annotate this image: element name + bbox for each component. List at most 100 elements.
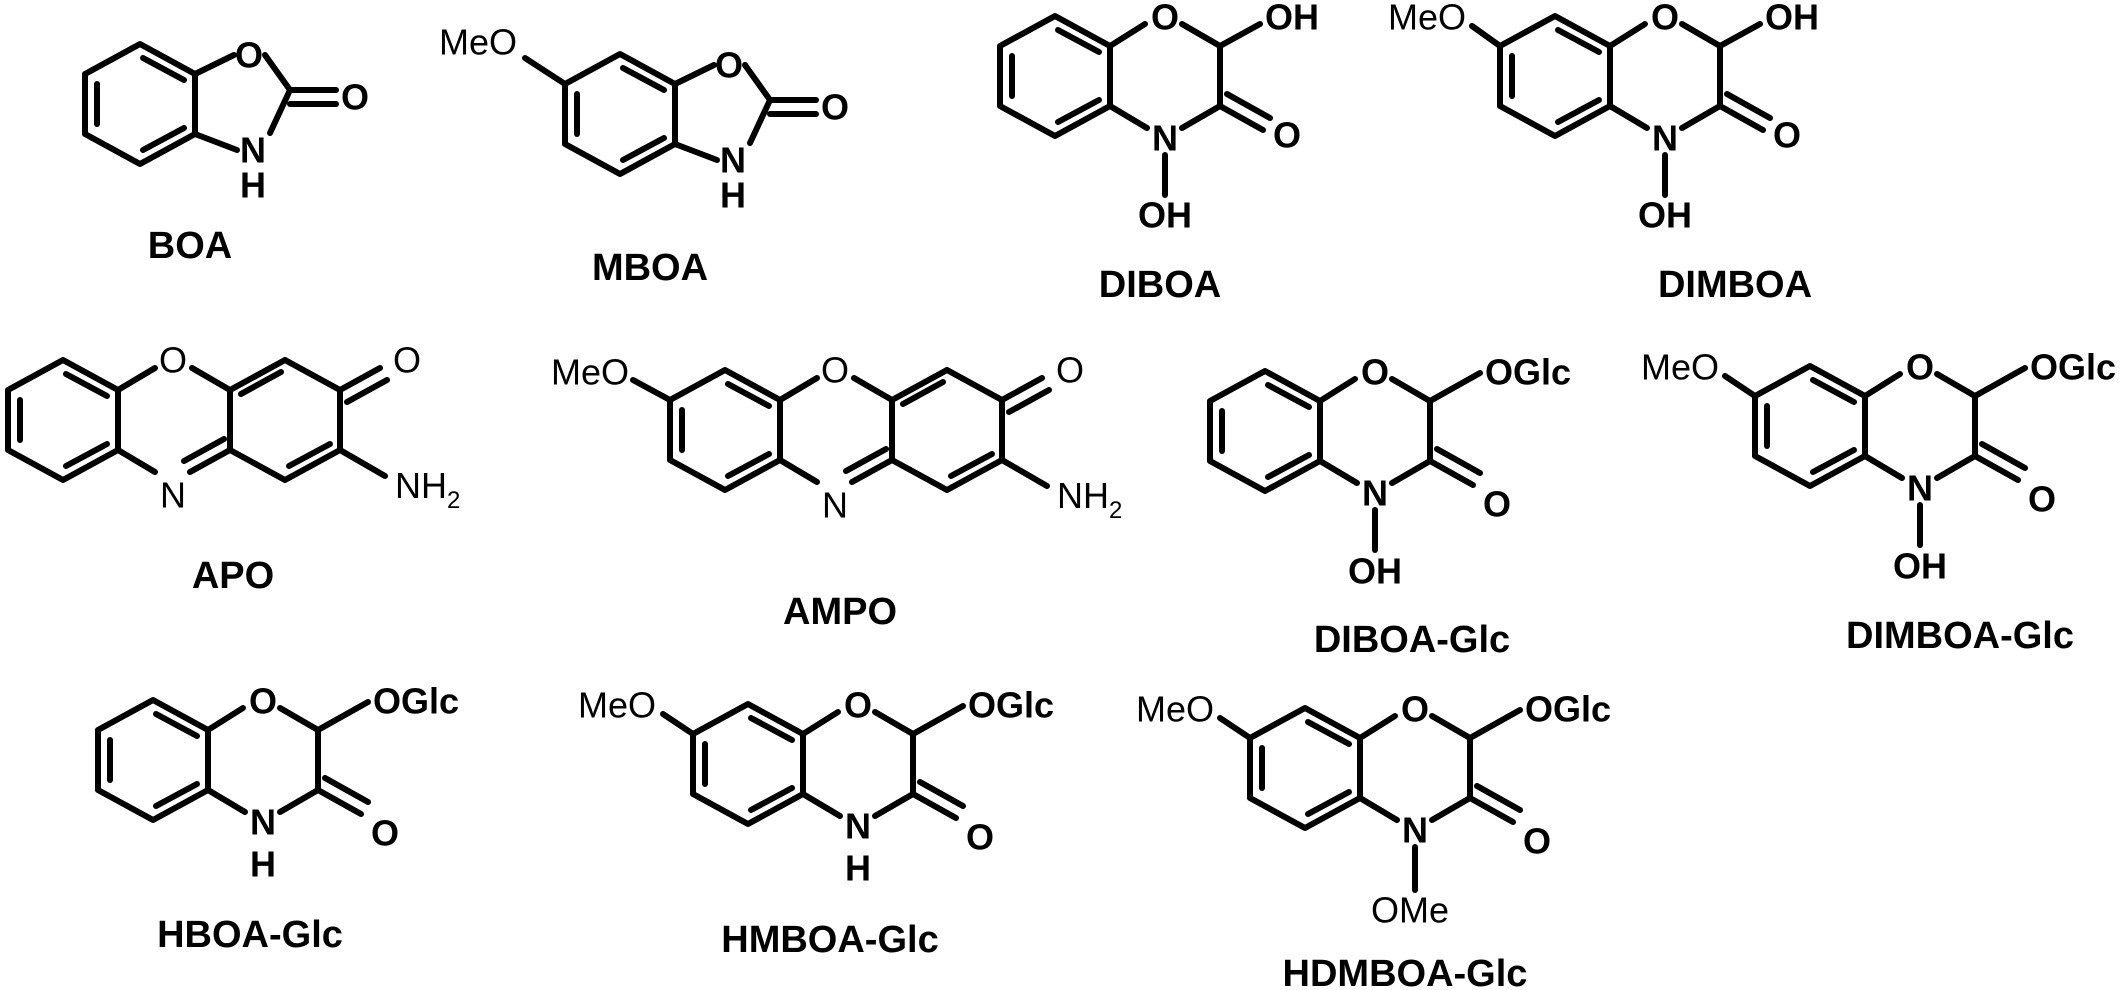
bond bbox=[205, 787, 248, 815]
bond bbox=[1467, 707, 1523, 741]
atom-nh2: NH2 bbox=[395, 465, 460, 514]
bond bbox=[1679, 21, 1723, 49]
carbonyl-bond bbox=[1224, 91, 1273, 121]
bond bbox=[1679, 103, 1723, 131]
bond bbox=[1862, 371, 1903, 399]
compound-hboa-glc: O OGlc O N H HBOA-Glc bbox=[95, 681, 459, 956]
methoxy-bond bbox=[660, 711, 696, 737]
double-bond bbox=[948, 451, 995, 479]
bond bbox=[267, 87, 293, 136]
bond bbox=[227, 447, 288, 483]
benzene-ring bbox=[1247, 705, 1363, 831]
carbonyl-bond bbox=[344, 377, 390, 405]
double-bond bbox=[843, 446, 889, 474]
atom-o-ring: O bbox=[159, 340, 187, 381]
bonds bbox=[95, 697, 371, 823]
atom-h: H bbox=[250, 844, 276, 885]
bond bbox=[672, 62, 717, 87]
carbonyl-bond bbox=[1434, 446, 1483, 476]
carbonyl-bond bbox=[337, 365, 383, 393]
double-bond bbox=[849, 457, 895, 485]
atom-o-ring: O bbox=[1151, 0, 1179, 38]
methoxy-bond bbox=[1722, 373, 1758, 399]
methoxy-bond bbox=[1469, 23, 1503, 49]
atom-o-carbonyl: O bbox=[393, 340, 421, 381]
atom-h: H bbox=[240, 165, 266, 206]
atom-n: N bbox=[1362, 473, 1388, 514]
carbonyl-bond bbox=[1724, 91, 1773, 121]
double-bond bbox=[238, 369, 284, 397]
atom-nh2: NH2 bbox=[1057, 475, 1122, 524]
atom-o-carbonyl: O bbox=[371, 813, 399, 854]
bonds bbox=[1469, 13, 1773, 198]
atom-n: N bbox=[1402, 810, 1428, 851]
atom-o-carbonyl: O bbox=[1483, 484, 1511, 525]
compound-diboa-glc: O OGlc O N OH DIBOA-Glc bbox=[1207, 352, 1571, 661]
compound-name: HDMBOA-Glc bbox=[1283, 953, 1528, 990]
double-bond bbox=[1055, 27, 1102, 55]
bond bbox=[205, 705, 246, 733]
atom-n: N bbox=[240, 130, 266, 171]
methoxy-bond bbox=[630, 377, 673, 403]
compound-ampo: MeO O O N NH2 AMPO bbox=[551, 350, 1122, 634]
bond bbox=[872, 791, 916, 819]
double-bond bbox=[725, 451, 772, 479]
atom-oh-n: OH bbox=[1348, 551, 1402, 592]
bond bbox=[800, 791, 843, 819]
carbonyl-bond bbox=[999, 375, 1045, 403]
double-bond bbox=[63, 441, 110, 469]
bond bbox=[672, 141, 720, 163]
bond bbox=[1389, 376, 1433, 404]
bond bbox=[189, 365, 233, 393]
atom-oglc: OGlc bbox=[1485, 352, 1571, 393]
atom-n: N bbox=[1152, 118, 1178, 159]
compound-mboa: MeO O O N H MBOA bbox=[439, 22, 849, 290]
carbonyl-bond bbox=[1972, 453, 2021, 483]
compound-hmboa-glc: MeO O OGlc O N H HMBOA-Glc bbox=[578, 685, 1054, 962]
atom-h: H bbox=[845, 848, 871, 889]
atom-n: N bbox=[250, 802, 276, 843]
atom-o-ring: O bbox=[844, 685, 872, 726]
double-bond bbox=[140, 125, 187, 153]
atom-o-carbonyl: O bbox=[2028, 479, 2056, 520]
benzene-ring bbox=[1497, 13, 1613, 139]
atom-oh-top: OH bbox=[1265, 0, 1319, 38]
bond bbox=[192, 131, 240, 153]
atom-meo: MeO bbox=[439, 22, 517, 63]
double-bond bbox=[748, 715, 795, 743]
atom-meo: MeO bbox=[551, 352, 629, 393]
atom-o-carbonyl: O bbox=[1056, 350, 1084, 391]
benzene-ring bbox=[82, 41, 198, 167]
bond bbox=[1389, 458, 1433, 486]
carbonyl-bond bbox=[1717, 103, 1766, 133]
bond bbox=[910, 703, 966, 737]
bond bbox=[944, 457, 1005, 493]
benzene-ring bbox=[1752, 363, 1868, 489]
atom-o-ring: O bbox=[1651, 0, 1679, 38]
benzene-ring bbox=[690, 701, 806, 827]
bond bbox=[1934, 371, 1978, 399]
compound-name: DIMBOA bbox=[1658, 264, 1812, 306]
bonds bbox=[1722, 363, 2028, 548]
double-bond bbox=[1810, 377, 1857, 405]
double-bond bbox=[181, 436, 227, 464]
atom-n-ring: N bbox=[822, 485, 848, 526]
bonds bbox=[997, 13, 1273, 198]
bond bbox=[1607, 21, 1648, 49]
atom-o-ring: O bbox=[1906, 347, 1934, 388]
carbonyl-bond bbox=[1217, 103, 1266, 133]
double-bond bbox=[1265, 382, 1312, 410]
atom-oglc: OGlc bbox=[968, 685, 1054, 726]
double-bond bbox=[1555, 27, 1602, 55]
benzene-ring bbox=[1207, 368, 1323, 494]
double-bond bbox=[620, 135, 667, 163]
bond bbox=[1357, 795, 1400, 823]
atom-o-carbonyl: O bbox=[1523, 821, 1551, 862]
atom-oglc: OGlc bbox=[1525, 689, 1611, 730]
atom-o-ring: O bbox=[1361, 352, 1389, 393]
compound-name: APO bbox=[192, 555, 274, 597]
carbonyl-bond bbox=[910, 791, 959, 821]
benzene-ring bbox=[95, 697, 211, 823]
compound-name: HMBOA-Glc bbox=[721, 919, 938, 961]
